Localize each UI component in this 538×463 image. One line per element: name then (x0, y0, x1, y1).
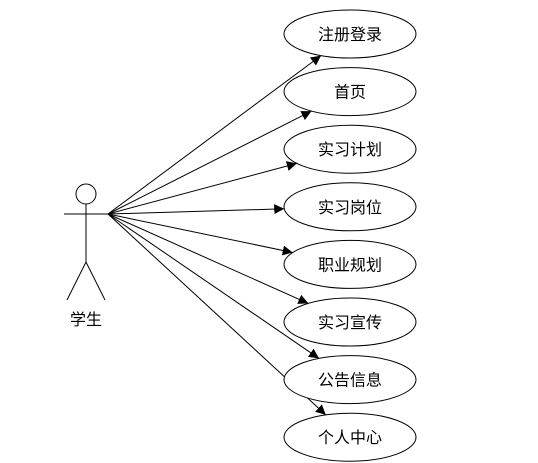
association-lines (107, 55, 327, 416)
use-case-ellipse (283, 239, 417, 289)
use-case-ellipse (283, 182, 417, 232)
use-case-label: 实习岗位 (318, 198, 382, 217)
actor-right-leg (85, 261, 106, 301)
use-case: 职业规划 (283, 239, 417, 289)
use-case: 实习计划 (283, 124, 417, 174)
use-case-ellipse (283, 297, 417, 347)
use-case-ellipse (283, 412, 417, 462)
use-case-ellipse (283, 9, 417, 59)
association-line (107, 204, 285, 215)
association-line (107, 213, 320, 359)
use-case-label: 实习宣传 (318, 313, 382, 332)
use-case: 实习岗位 (283, 182, 417, 232)
actor-label: 学生 (70, 310, 102, 329)
use-case: 公告信息 (283, 355, 417, 405)
use-case-label: 职业规划 (318, 255, 382, 274)
use-case-ellipse (283, 355, 417, 405)
use-case: 注册登录 (283, 9, 417, 59)
use-case-label: 注册登录 (318, 25, 382, 44)
use-case-ellipse (283, 67, 417, 117)
association-line (107, 213, 309, 304)
actor-student: 学生 (64, 183, 108, 329)
use-case-label: 公告信息 (318, 371, 382, 390)
use-case: 实习宣传 (283, 297, 417, 347)
use-case: 首页 (283, 67, 417, 117)
use-case-label: 实习计划 (318, 140, 382, 159)
association-line (107, 161, 298, 215)
use-case-ellipse (283, 124, 417, 174)
use-case-label: 个人中心 (318, 428, 382, 447)
actor-head (75, 183, 97, 205)
use-case: 个人中心 (283, 412, 417, 462)
association-line (107, 55, 322, 215)
actor-left-leg (66, 261, 87, 301)
association-line (107, 213, 293, 256)
association-line (107, 110, 312, 215)
use-case-label: 首页 (334, 83, 366, 102)
